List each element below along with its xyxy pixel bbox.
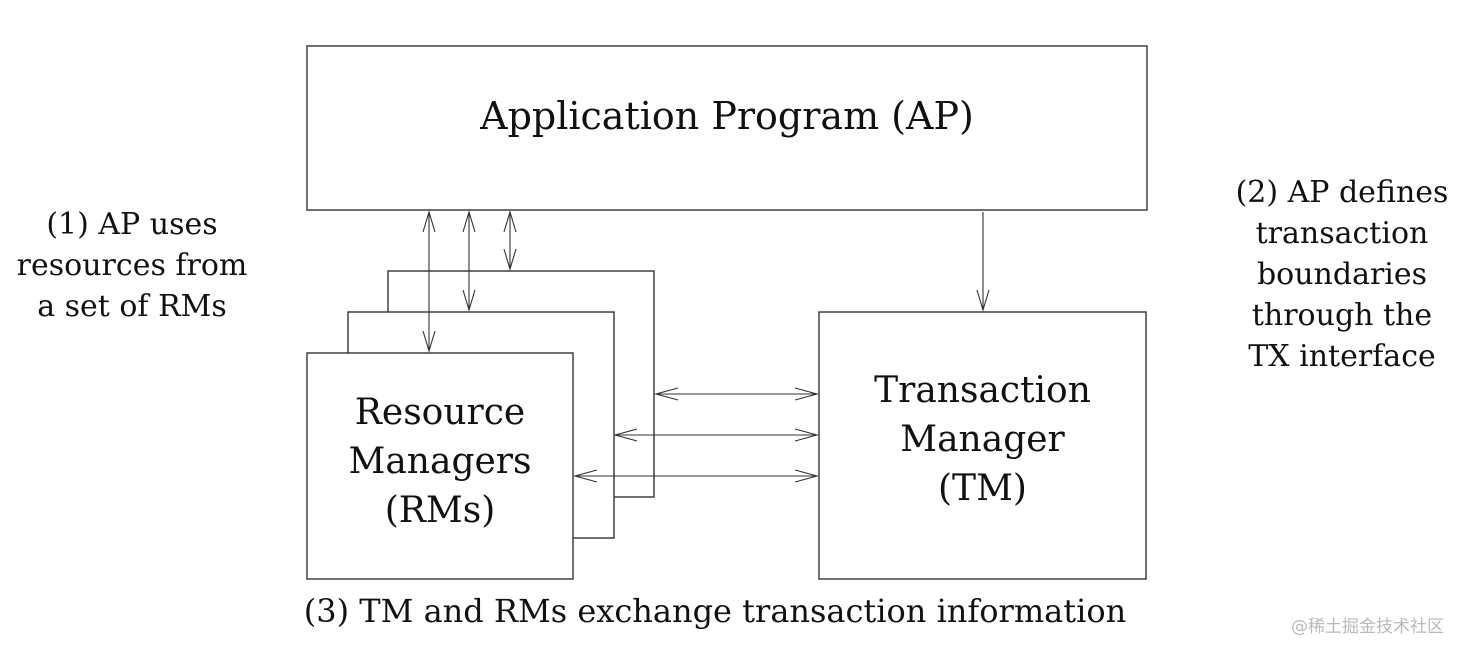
tm-rm-arrow-front: [572, 469, 820, 483]
transaction-manager-label: Transaction Manager (TM): [819, 366, 1146, 513]
resource-managers-label-line: Resource: [354, 392, 526, 433]
transaction-manager-label-line: Transaction: [874, 370, 1091, 411]
note-tm-rm-exchange: (3) TM and RMs exchange transaction info…: [303, 592, 1127, 630]
transaction-manager-label-line: (TM): [938, 468, 1027, 509]
tm-rm-arrow-back: [653, 387, 820, 401]
note-line: TX interface: [1248, 339, 1436, 374]
transaction-manager-box: [818, 311, 1147, 580]
application-program-label: Application Program (AP): [480, 94, 974, 138]
ap-rm-arrow-back: [503, 210, 517, 271]
note-ap-uses-rms: (1) AP uses resources from a set of RMs: [0, 204, 264, 327]
note-line: (2) AP defines: [1235, 175, 1449, 210]
watermark: @稀土掘金技术社区: [1291, 617, 1444, 637]
resource-managers-label-line: Managers: [348, 441, 532, 482]
resource-manager-box-front: [306, 352, 574, 580]
note-line: resources from: [16, 248, 248, 283]
ap-tm-arrow: [976, 212, 990, 312]
tm-rm-arrow-middle: [612, 428, 820, 442]
resource-managers-label-line: (RMs): [384, 490, 496, 531]
note-line: (1) AP uses: [46, 207, 218, 242]
note-line: transaction: [1255, 216, 1429, 251]
note-line: a set of RMs: [37, 289, 227, 324]
note-tx-boundaries: (2) AP defines transaction boundaries th…: [1222, 172, 1462, 377]
resource-managers-label: Resource Managers (RMs): [307, 388, 573, 535]
transaction-manager-label-line: Manager: [900, 419, 1065, 460]
ap-rm-arrow-front: [422, 210, 436, 353]
note-line: boundaries: [1256, 257, 1428, 292]
application-program-box: [306, 45, 1148, 211]
ap-rm-arrow-middle: [462, 210, 476, 312]
note-line: through the: [1251, 298, 1433, 333]
